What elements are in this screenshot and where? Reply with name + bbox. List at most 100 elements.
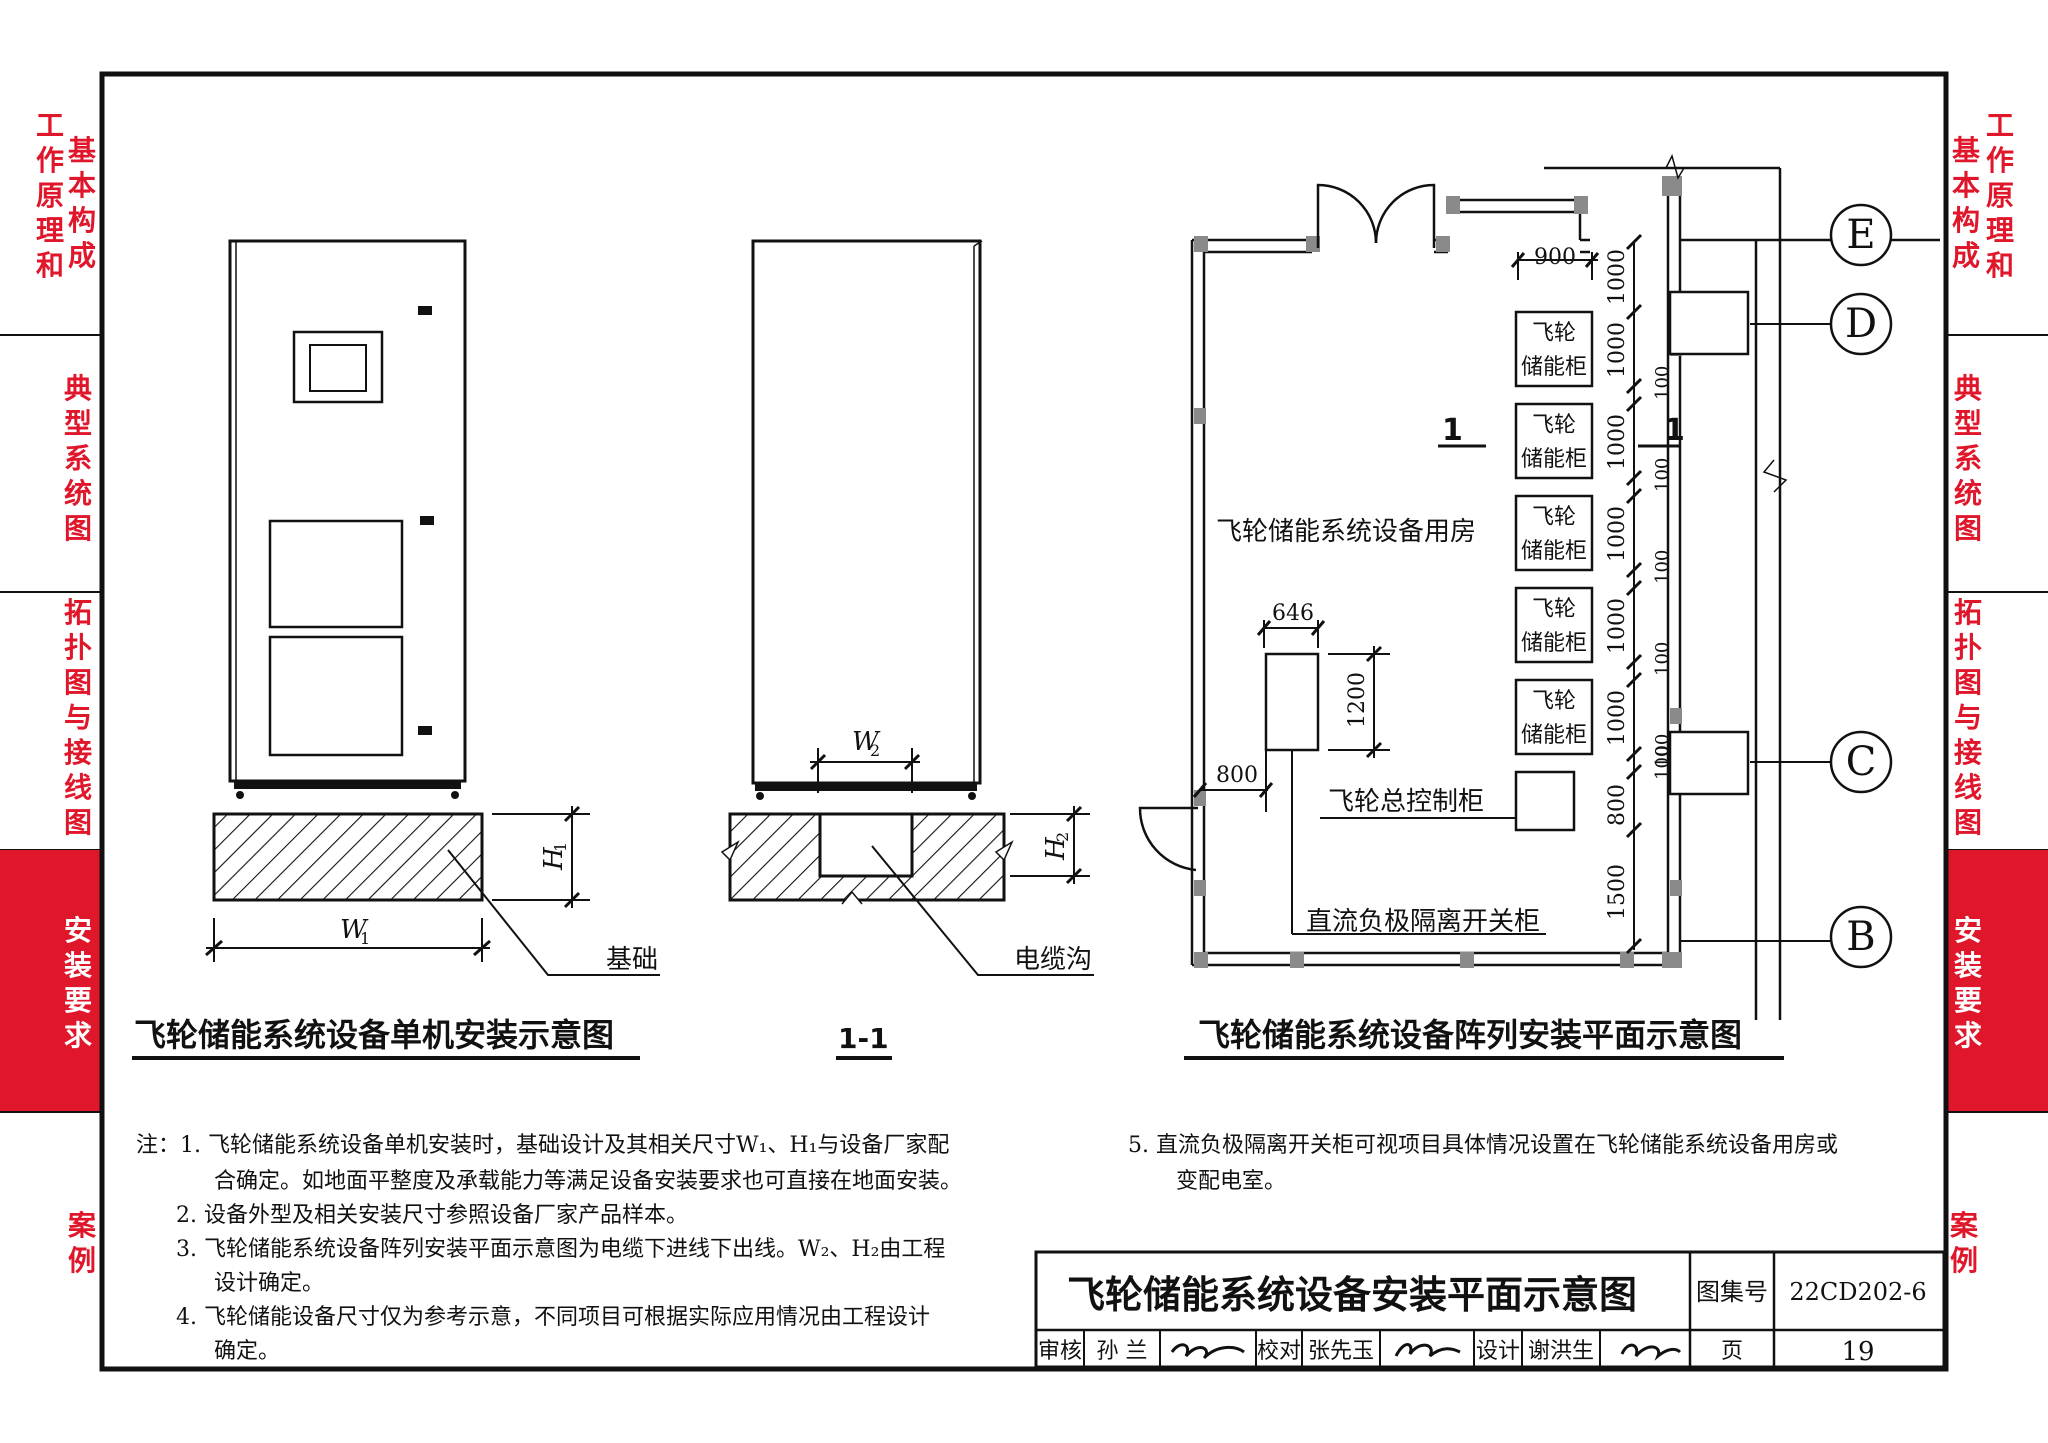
cabinet-body [228, 239, 467, 783]
dim-100: 100 [1652, 642, 1673, 676]
tab-char: 型 [1954, 407, 1982, 440]
tab-active-bg-left [0, 850, 100, 1112]
cable-shaft [1668, 730, 1750, 796]
door-latch [418, 726, 432, 735]
tab-char: 工 [1986, 109, 2014, 142]
tab-typical-system-left[interactable]: 典 型 系 统 图 [64, 372, 92, 545]
note-5-line-2: 变配电室。 [1176, 1169, 1286, 1194]
flywheel-cabinet-3: 飞轮 储能柜 [1514, 494, 1594, 572]
tab-char: 求 [1954, 1019, 1982, 1052]
tab-char: 统 [64, 477, 92, 510]
tab-char: 例 [1950, 1244, 1978, 1277]
dim-646: 646 [1272, 601, 1314, 626]
section-mark-right: 1 [1664, 413, 1685, 448]
check-name: 张先玉 [1308, 1339, 1374, 1364]
sheet-border [99, 71, 1949, 1372]
tab-char: 典 [1954, 372, 1982, 405]
tab-char: 安 [1954, 914, 1982, 947]
dim-900: 900 [1534, 245, 1576, 270]
svg-text:C: C [1846, 739, 1877, 785]
tab-char: 线 [1954, 771, 1982, 804]
tab-working-principle-left[interactable]: 工 作 原 理 和 基 本 构 成 [36, 109, 96, 282]
dim-1000: 1000 [1605, 414, 1630, 470]
master-control-cabinet [1514, 770, 1576, 832]
dim-1000: 1000 [1605, 598, 1630, 654]
tab-typical-system-right[interactable]: 典 型 系 统 图 [1954, 372, 1982, 545]
atlas-number: 22CD202-6 [1789, 1278, 1926, 1306]
dim-w1-sub: 1 [360, 929, 370, 948]
title-block: 飞轮储能系统设备安装平面示意图 图集号 22CD202-6 审核 孙 兰 校对 … [1034, 1250, 1946, 1369]
tab-char: 拓 [1954, 596, 1982, 629]
tab-topology-right[interactable]: 拓 扑 图 与 接 线 图 [1954, 596, 1982, 839]
tab-char: 图 [64, 512, 92, 545]
tab-char: 图 [1954, 512, 1982, 545]
dc-switch-label: 直流负极隔离开关柜 [1306, 907, 1540, 937]
tab-char: 统 [1954, 477, 1982, 510]
right-side-tabs: 工 作 原 理 和 基 本 构 成 典 型 系 统 图 拓 扑 图 与 接 线 … [1948, 109, 2048, 1277]
tab-char: 求 [64, 1019, 92, 1052]
tab-char: 接 [64, 736, 92, 769]
display-screen [292, 330, 384, 404]
dim-800-horizontal: 800 [1216, 763, 1258, 788]
cabinet-base [234, 781, 461, 789]
flywheel-cabinet-2: 飞轮 储能柜 [1514, 402, 1594, 480]
svg-text:飞轮: 飞轮 [1532, 689, 1576, 714]
dim-100: 100 [1652, 458, 1673, 492]
tab-installation-left[interactable]: 安 装 要 求 [64, 914, 92, 1052]
note-5-line-1: 5. 直流负极隔离开关柜可视项目具体情况设置在飞轮储能系统设备用房或 [1128, 1133, 1838, 1158]
tab-cases-left[interactable]: 案 例 [68, 1209, 97, 1277]
tab-char: 成 [1952, 239, 1980, 272]
tab-topology-left[interactable]: 拓 扑 图 与 接 线 图 [64, 596, 92, 839]
tab-char: 理 [1986, 214, 2014, 247]
dim-1500: 1500 [1605, 864, 1630, 920]
dim-100: 100 [1652, 734, 1673, 768]
tab-char: 线 [64, 771, 92, 804]
tab-char: 基 [68, 134, 96, 167]
tab-active-bg-right [1948, 850, 2048, 1112]
tab-char: 扑 [1954, 631, 1982, 664]
dim-1200: 1200 [1345, 672, 1370, 728]
tab-char: 装 [1954, 949, 1982, 982]
dim-h1: H [539, 846, 569, 871]
access-panel [268, 635, 404, 757]
tab-char: 成 [68, 239, 96, 272]
svg-text:储能柜: 储能柜 [1521, 447, 1587, 472]
section-mark-left: 1 [1442, 413, 1463, 448]
trench-label: 电缆沟 [1014, 945, 1092, 975]
tab-working-principle-right[interactable]: 工 作 原 理 和 基 本 构 成 [1952, 109, 2014, 282]
tab-char: 作 [36, 144, 64, 177]
tab-char: 作 [1986, 144, 2014, 177]
tab-cases-right[interactable]: 案 例 [1950, 1209, 1979, 1277]
tab-char: 接 [1954, 736, 1982, 769]
tab-char: 要 [64, 984, 92, 1017]
dim-ticks [1625, 233, 1643, 955]
dc-isolation-switch-cabinet [1264, 652, 1320, 752]
design-label: 设计 [1476, 1339, 1520, 1364]
single-unit-title: 飞轮储能系统设备单机安装示意图 [134, 1016, 614, 1054]
dim-100: 100 [1652, 366, 1673, 400]
plan-title: 飞轮储能系统设备阵列安装平面示意图 [1198, 1016, 1742, 1054]
tab-char: 原 [1986, 179, 2014, 212]
svg-text:储能柜: 储能柜 [1521, 355, 1587, 380]
dim-1000: 1000 [1605, 506, 1630, 562]
svg-text:储能柜: 储能柜 [1521, 539, 1587, 564]
page-label: 页 [1721, 1339, 1743, 1364]
cable-trench [818, 812, 914, 878]
notes: 注：1. 飞轮储能系统设备单机安装时，基础设计及其相关尺寸W₁、H₁与设备厂家配… [136, 1133, 1838, 1364]
dim-100: 100 [1652, 746, 1673, 780]
tab-char: 案 [68, 1209, 97, 1242]
cabinet-side [751, 239, 982, 785]
section-title: 1-1 [838, 1022, 889, 1055]
tab-char: 图 [1954, 666, 1982, 699]
tab-char: 本 [1952, 169, 1980, 202]
check-signature [1394, 1343, 1461, 1358]
tab-char: 拓 [64, 596, 92, 629]
left-side-tabs: 工 作 原 理 和 基 本 构 成 典 型 系 统 图 拓 扑 图 与 接 线 … [0, 0, 100, 1443]
axis-bubble-b: B [1829, 905, 1893, 969]
dim-1000: 1000 [1605, 249, 1630, 305]
review-name: 孙 兰 [1097, 1339, 1148, 1364]
tab-installation-right[interactable]: 安 装 要 求 [1954, 914, 1982, 1052]
check-label: 校对 [1257, 1339, 1301, 1364]
design-signature [1620, 1343, 1682, 1361]
